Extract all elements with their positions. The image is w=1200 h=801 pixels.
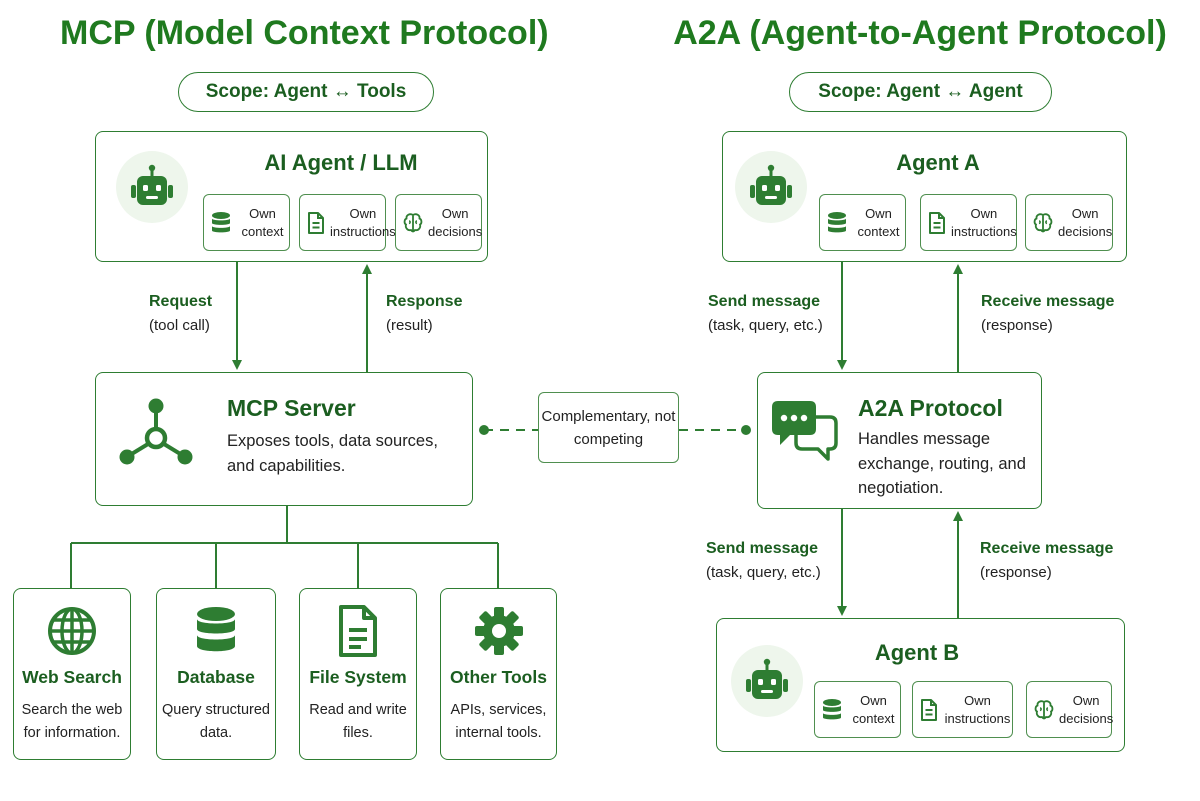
agent-b-box: Agent B Own context Own instructions Own… xyxy=(716,618,1125,752)
database-icon xyxy=(828,211,846,232)
agent-b-title: Agent B xyxy=(874,640,960,665)
response-label: Response (result) xyxy=(386,290,462,338)
brain-icon xyxy=(1033,212,1053,232)
document-icon xyxy=(308,211,324,234)
chip-own-context: Own context xyxy=(203,194,290,251)
gear-icon xyxy=(474,607,523,655)
tool-desc: Query structured data. xyxy=(162,702,270,741)
file-icon xyxy=(339,605,377,657)
tool-name: Database xyxy=(177,667,255,687)
database-icon xyxy=(197,607,235,652)
chip-label: Own decisions xyxy=(1058,205,1113,239)
chip-label: Own context xyxy=(852,692,895,726)
tool-desc: Read and write files. xyxy=(309,702,407,741)
chip-own-decisions: Own decisions xyxy=(1025,194,1113,251)
chip-own-context: Own context xyxy=(819,194,906,251)
robot-icon xyxy=(746,658,788,699)
tool-desc: APIs, services, internal tools. xyxy=(450,702,547,741)
database-icon xyxy=(823,698,841,719)
robot-icon xyxy=(750,164,792,205)
chip-label: Own instructions xyxy=(330,205,396,239)
robot-avatar xyxy=(731,645,803,717)
request-label: Request (tool call) xyxy=(149,290,212,338)
tool-name: Web Search xyxy=(22,667,122,687)
robot-avatar xyxy=(735,151,807,223)
agent-b-chips: Own context Own instructions Own decisio… xyxy=(814,681,1116,738)
tool-name: File System xyxy=(309,667,407,687)
chip-own-decisions: Own decisions xyxy=(1026,681,1114,738)
send-bottom-title: Send message xyxy=(706,540,819,557)
ai-agent-title: AI Agent / LLM xyxy=(264,150,418,175)
complementary-note: Complementary, not competing xyxy=(538,392,679,463)
mcp-hub-icon xyxy=(119,398,193,465)
chip-own-instructions: Own instructions xyxy=(912,681,1013,738)
receive-top-label: Receive message (response) xyxy=(981,290,1114,338)
tool-database: Database Query structured data. xyxy=(156,588,276,760)
receive-bottom-title: Receive message xyxy=(980,540,1114,557)
document-icon xyxy=(921,698,937,721)
chip-label: Own instructions xyxy=(951,205,1017,239)
agent-a-box: Agent A Own context Own instructions Own… xyxy=(722,131,1127,262)
brain-icon xyxy=(403,212,423,232)
chip-own-decisions: Own decisions xyxy=(395,194,482,251)
chat-bubbles-icon xyxy=(772,401,838,461)
mcp-server-desc: Exposes tools, data sources, and capabil… xyxy=(227,432,438,475)
send-top-title: Send message xyxy=(708,293,821,310)
request-title: Request xyxy=(149,293,213,310)
mcp-scope: Scope: Agent ↔ Tools xyxy=(178,72,434,112)
receive-top-title: Receive message xyxy=(981,293,1115,310)
send-bottom-sub: (task, query, etc.) xyxy=(706,564,821,581)
send-top-label: Send message (task, query, etc.) xyxy=(708,290,823,338)
ai-agent-chips: Own context Own instructions Own decisio… xyxy=(203,194,483,251)
tool-other-tools: Other Tools APIs, services, internal too… xyxy=(440,588,557,760)
chip-label: Own decisions xyxy=(1059,692,1114,726)
robot-avatar xyxy=(116,151,188,223)
send-bottom-label: Send message (task, query, etc.) xyxy=(706,537,821,585)
globe-icon xyxy=(48,607,96,655)
agent-a-chips: Own context Own instructions Own decisio… xyxy=(819,194,1119,251)
chip-own-context: Own context xyxy=(814,681,901,738)
chip-label: Own context xyxy=(857,205,900,239)
a2a-protocol-box: A2A Protocol Handles message exchange, r… xyxy=(757,372,1042,509)
receive-bottom-sub: (response) xyxy=(980,564,1052,581)
a2a-protocol-desc: Handles message exchange, routing, and n… xyxy=(858,430,1026,497)
chip-label: Own instructions xyxy=(944,692,1011,726)
chip-label: Own context xyxy=(241,205,284,239)
tool-web-search: Web Search Search the web for informatio… xyxy=(13,588,131,760)
tool-desc: Search the web for information. xyxy=(21,702,123,741)
a2a-title: A2A (Agent-to-Agent Protocol) xyxy=(673,14,1167,52)
chip-own-instructions: Own instructions xyxy=(299,194,396,251)
response-sub: (result) xyxy=(386,317,433,334)
a2a-scope: Scope: Agent ↔ Agent xyxy=(789,72,1052,112)
database-icon xyxy=(212,211,230,232)
receive-top-sub: (response) xyxy=(981,317,1053,334)
chip-own-instructions: Own instructions xyxy=(920,194,1017,251)
receive-bottom-label: Receive message (response) xyxy=(980,537,1113,585)
mcp-title: MCP (Model Context Protocol) xyxy=(60,14,549,52)
agent-a-title: Agent A xyxy=(896,150,980,175)
request-sub: (tool call) xyxy=(149,317,210,334)
tool-tree xyxy=(70,506,499,588)
response-title: Response xyxy=(386,293,463,310)
mcp-server-title: MCP Server xyxy=(227,395,356,421)
ai-agent-box: AI Agent / LLM Own context Own instructi… xyxy=(95,131,488,262)
robot-icon xyxy=(131,164,173,205)
a2a-protocol-title: A2A Protocol xyxy=(858,395,1003,421)
tool-name: Other Tools xyxy=(450,667,547,687)
send-top-sub: (task, query, etc.) xyxy=(708,317,823,334)
brain-icon xyxy=(1034,699,1054,719)
tool-file-system: File System Read and write files. xyxy=(299,588,417,760)
document-icon xyxy=(929,211,945,234)
chip-label: Own decisions xyxy=(428,205,483,239)
mcp-server-box: MCP Server Exposes tools, data sources, … xyxy=(95,372,473,506)
